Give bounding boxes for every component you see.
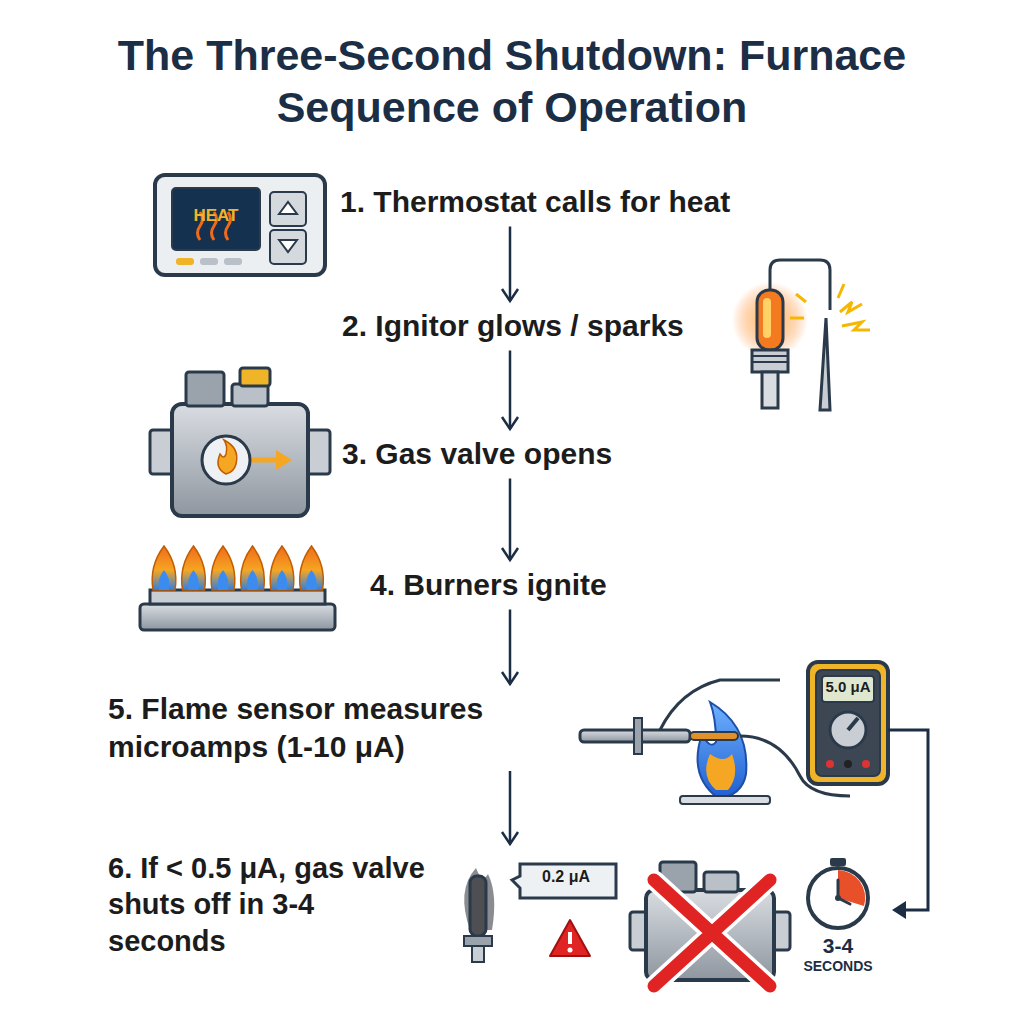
burner-flame-core (218, 570, 229, 590)
burner-flame (300, 546, 324, 590)
meter-reading: 5.0 μA (825, 678, 870, 695)
burner-flame (182, 546, 206, 590)
flow-arrow (502, 610, 518, 685)
gas-valve-icon (150, 368, 330, 516)
flow-arrow (502, 771, 518, 844)
meter-reading: 0.2 μA (542, 868, 590, 886)
step-label: 6. If < 0.5 μA, gas valve shuts off in 3… (108, 850, 438, 959)
burner-flame (211, 546, 235, 590)
flow-arrow (502, 351, 518, 430)
step-text: 1. Thermostat calls for heat (340, 183, 730, 221)
step-text: 6. If < 0.5 μA, gas valve shuts off in 3… (108, 850, 438, 959)
step-text: 5. Flame sensor measures microamps (1-10… (108, 690, 578, 765)
time-value: 3-4 (823, 934, 853, 958)
burner-manifold-icon (140, 590, 335, 630)
burner-flames (152, 546, 323, 590)
step-label: 4. Burners ignite (370, 566, 607, 604)
ignitor-icon (732, 260, 870, 410)
time-unit: SECONDS (803, 958, 872, 974)
thermostat-icon (155, 175, 325, 275)
timer-clock-icon (808, 858, 868, 928)
step-text: 2. Ignitor glows / sparks (342, 307, 684, 345)
step-text: 4. Burners ignite (370, 566, 607, 604)
burner-flame-core (188, 570, 199, 590)
step-label: 5. Flame sensor measures microamps (1-10… (108, 690, 578, 765)
burner-flame-core (247, 570, 258, 590)
step-text: 3. Gas valve opens (342, 435, 612, 473)
thermostat-display: HEAT (193, 206, 238, 226)
dirty-flame-sensor-icon (464, 864, 616, 962)
step-label: 3. Gas valve opens (342, 435, 612, 473)
flow-arrow (502, 227, 518, 302)
flow-arrow (502, 479, 518, 561)
burner-flame-core (277, 570, 288, 590)
diagram-title: The Three-Second Shutdown: Furnace Seque… (112, 30, 912, 133)
burner-flame (152, 546, 176, 590)
burner-flame (270, 546, 294, 590)
closed-gas-valve-icon (630, 862, 790, 986)
burner-flame-core (159, 570, 170, 590)
step-label: 1. Thermostat calls for heat (340, 183, 730, 221)
step-label: 2. Ignitor glows / sparks (342, 307, 684, 345)
burner-flame-core (306, 570, 317, 590)
burner-flame (241, 546, 265, 590)
